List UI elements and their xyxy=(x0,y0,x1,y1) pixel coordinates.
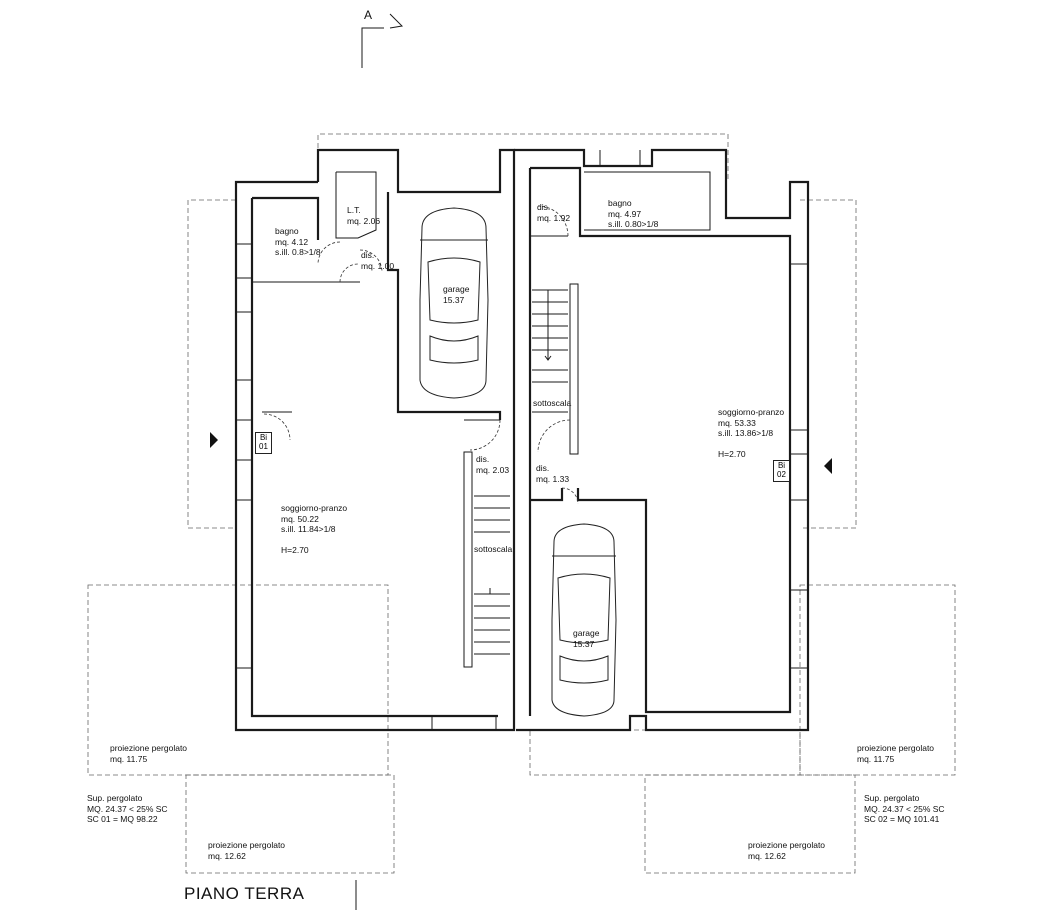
pergola-strip-right-outline xyxy=(529,729,801,776)
entrance-arrow-right-icon xyxy=(824,458,832,474)
right-summary-line3: SC 02 = MQ 101.41 xyxy=(864,814,940,824)
right-sottoscala-label: sottoscala xyxy=(533,398,572,408)
right-dis1-label: dis.mq. 1.92 xyxy=(537,202,570,223)
right-soggiorno-ratio: s.ill. 13.86>1/8 xyxy=(718,428,774,438)
left-entrance-line2: 01 xyxy=(259,442,268,451)
left-summary-line3: SC 01 = MQ 98.22 xyxy=(87,814,158,824)
right-staircase xyxy=(532,289,568,413)
right-soggiorno-height: H=2.70 xyxy=(718,449,746,459)
left-entrance-line1: Bi xyxy=(259,433,268,442)
left-sottoscala-label: sottoscala xyxy=(474,544,513,554)
left-dis2-name: dis. xyxy=(476,454,490,464)
right-summary-line2: MQ. 24.37 < 25% SC xyxy=(864,803,945,814)
left-bagno-ratio: s.ill. 0.8>1/8 xyxy=(275,247,321,257)
left-lt-name: L.T. xyxy=(347,205,361,215)
right-garage-area: 15.37 xyxy=(573,638,595,649)
right-soggiorno-area: mq. 53.33 xyxy=(718,417,756,428)
left-garage-name: garage xyxy=(443,284,470,294)
left-lt-area: mq. 2.06 xyxy=(347,215,381,226)
right-dis1-area: mq. 1.92 xyxy=(537,212,571,223)
left-pergola-area: mq. 11.75 xyxy=(110,753,148,764)
left-door-swings xyxy=(263,241,501,451)
right-pergola-name: proiezione pergolato xyxy=(857,743,935,753)
left-pergola-name: proiezione pergolato xyxy=(110,743,188,753)
left-soggiorno-area: mq. 50.22 xyxy=(281,513,319,524)
right-pergola-area: mq. 11.75 xyxy=(857,753,895,764)
left-dis2-area: mq. 2.03 xyxy=(476,464,510,475)
roof-projection-outlines xyxy=(87,133,956,874)
entrance-arrow-left-icon xyxy=(210,432,218,448)
right-dis1-name: dis. xyxy=(537,202,551,212)
car-left xyxy=(419,207,489,399)
left-dis1-label: dis.mq. 1.00 xyxy=(361,250,394,271)
pergola-bottom-left-outline xyxy=(185,774,395,874)
left-soggiorno-height: H=2.70 xyxy=(281,545,309,555)
section-marker-label: A xyxy=(364,8,373,22)
left-soggiorno-ratio: s.ill. 11.84>1/8 xyxy=(281,524,336,534)
drawing-title: PIANO TERRA xyxy=(184,884,305,903)
left-pergola-bottom-area: mq. 12.62 xyxy=(208,850,246,861)
left-unit-walls xyxy=(234,148,516,732)
right-entrance-line1: Bi xyxy=(777,461,786,470)
right-pergola-bottom-area: mq. 12.62 xyxy=(748,850,786,861)
right-dis2-area: mq. 1.33 xyxy=(536,473,570,484)
right-soggiorno-name: soggiorno-pranzo xyxy=(718,407,785,417)
right-bagno-area: mq. 4.97 xyxy=(608,208,642,219)
right-garage-name: garage xyxy=(573,628,600,638)
right-door-swings xyxy=(537,205,579,505)
pergola-right-outline xyxy=(799,584,956,776)
right-summary-line1: Sup. pergolato xyxy=(864,793,920,803)
left-bagno-area: mq. 4.12 xyxy=(275,236,309,247)
left-summary-line1: Sup. pergolato xyxy=(87,793,143,803)
pergola-bottom-right-outline xyxy=(644,774,856,874)
left-dis1-name: dis. xyxy=(361,250,375,260)
left-staircase xyxy=(474,495,510,655)
right-dis2-name: dis. xyxy=(536,463,550,473)
right-entrance-line2: 02 xyxy=(777,470,786,479)
section-marker-a xyxy=(361,13,404,68)
left-dis1-area: mq. 1.00 xyxy=(361,260,395,271)
left-garage-area: 15.37 xyxy=(443,294,465,305)
left-summary-line2: MQ. 24.37 < 25% SC xyxy=(87,803,168,814)
right-pergola-bottom-name: proiezione pergolato xyxy=(748,840,826,850)
right-bagno-ratio: s.ill. 0.80>1/8 xyxy=(608,219,659,229)
right-unit-walls xyxy=(514,148,810,732)
car-right xyxy=(551,523,617,717)
left-bagno-name: bagno xyxy=(275,226,299,236)
left-pergola-bottom-name: proiezione pergolato xyxy=(208,840,286,850)
left-soggiorno-name: soggiorno-pranzo xyxy=(281,503,348,513)
right-dis2-label: dis.mq. 1.33 xyxy=(536,463,569,484)
right-bagno-name: bagno xyxy=(608,198,632,208)
left-dis2-label: dis.mq. 2.03 xyxy=(476,454,509,475)
left-lt-label: L.T.mq. 2.06 xyxy=(347,205,380,226)
